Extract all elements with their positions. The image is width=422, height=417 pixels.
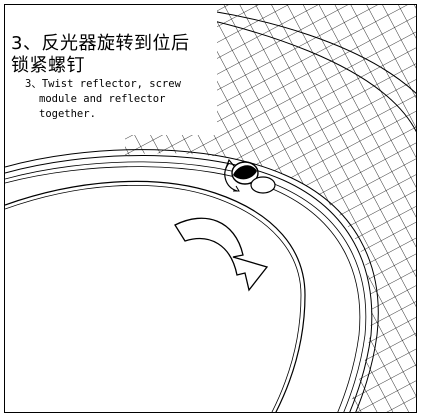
step-title-cn-line1: 3、反光器旋转到位后 bbox=[11, 33, 190, 54]
step-title-en-line3: together. bbox=[39, 108, 96, 120]
instruction-caption: 3、反光器旋转到位后 锁紧螺钉 3、Twist reflector, screw… bbox=[5, 5, 217, 135]
instruction-figure: 3、反光器旋转到位后 锁紧螺钉 3、Twist reflector, screw… bbox=[4, 4, 417, 413]
screw-icon bbox=[224, 158, 276, 194]
rotation-arrow-icon bbox=[174, 217, 269, 292]
module-ring bbox=[5, 149, 379, 412]
step-title-en-line2: module and reflector bbox=[39, 93, 166, 105]
step-title-en-line1: 3、Twist reflector, screw bbox=[25, 78, 181, 90]
step-title-chinese: 3、反光器旋转到位后 锁紧螺钉 bbox=[11, 33, 221, 77]
step-title-english: 3、Twist reflector, screw module and refl… bbox=[25, 77, 215, 122]
step-title-cn-line2: 锁紧螺钉 bbox=[11, 55, 85, 76]
reflector-illustration bbox=[5, 5, 416, 412]
